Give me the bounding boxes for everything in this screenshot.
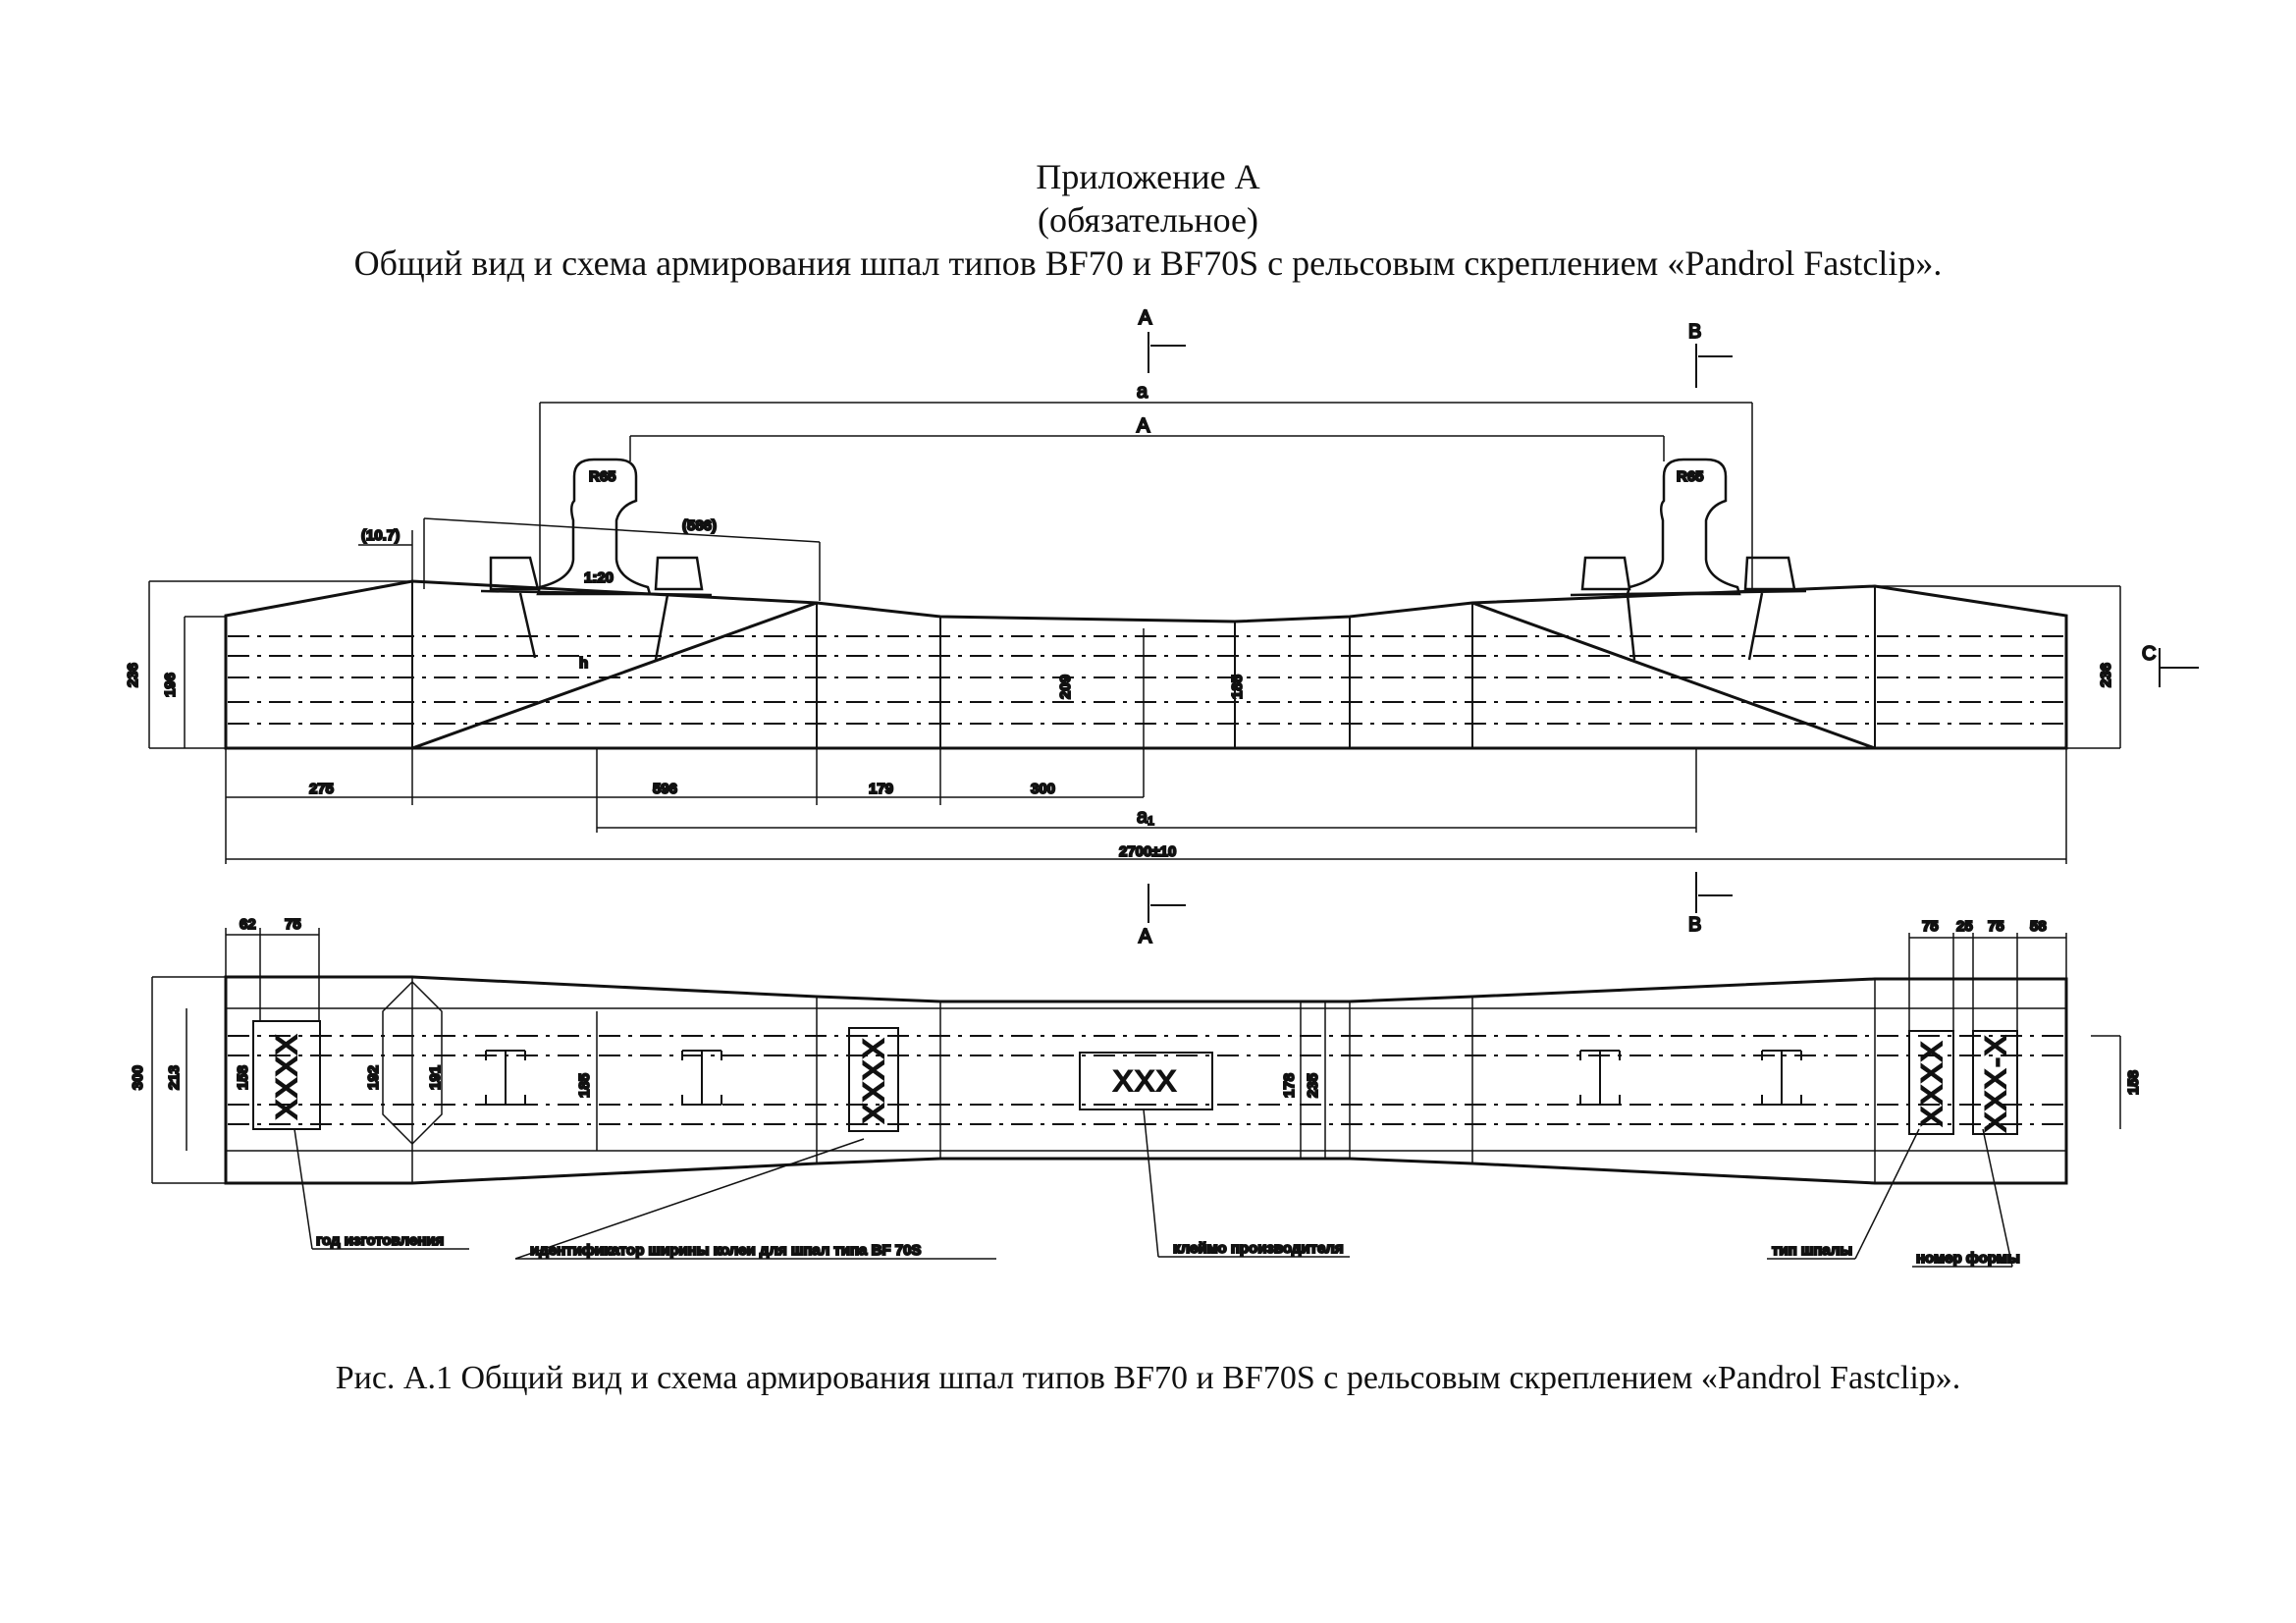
length-dimensions (225, 748, 2067, 864)
mark-box-gauge (848, 1027, 899, 1132)
rail-left (480, 458, 713, 661)
plan-dim-62: 62 (240, 916, 256, 933)
plan-width-158-right: 158 (2125, 1070, 2142, 1095)
section-b-top: B (1688, 321, 1701, 343)
plan-taper-left (382, 980, 443, 1146)
left-offset-label: (10.7) (361, 527, 400, 544)
mark-year: XXXX (271, 1033, 303, 1119)
gauge-lower-label: a₁ (1137, 806, 1154, 828)
rail-right (1570, 458, 1807, 661)
plan-width-158-left: 158 (235, 1065, 251, 1090)
plan-dim-25: 25 (1956, 918, 1973, 935)
diagonal-left (411, 601, 818, 750)
callout-form: номер формы (1916, 1250, 2020, 1267)
plan-width-185: 185 (576, 1073, 593, 1098)
plan-width-235: 235 (1305, 1073, 1321, 1098)
plan-dim-58: 58 (2030, 918, 2047, 935)
callout-leaders (294, 1109, 2013, 1268)
section-a-top: A (1139, 307, 1152, 329)
mark-box-form (1972, 1030, 2018, 1135)
mark-form: XXX-X (1980, 1034, 2012, 1132)
callout-type: тип шпалы (1772, 1242, 1852, 1259)
rail-pads (485, 1050, 1802, 1106)
plan-dim-75-b: 75 (1988, 918, 2004, 935)
gauge-outer-label: a (1137, 381, 1148, 403)
dim-300: 300 (1031, 781, 1055, 797)
h-label: h (579, 655, 588, 672)
plan-view: XXXX XXXX XXX XXXX XXX-X (129, 915, 2143, 1268)
callout-maker: клеймо производителя (1173, 1240, 1344, 1257)
section-b-bottom: B (1688, 914, 1701, 936)
section-c: C (2142, 643, 2156, 665)
section-a-bottom: A (1139, 926, 1152, 947)
rail-spacing-dim (358, 517, 821, 601)
mark-box-type (1908, 1030, 1954, 1135)
total-length: 2700±10 (1119, 843, 1176, 860)
mark-box-year (252, 1020, 321, 1130)
figure-caption: Рис. А.1 Общий вид и схема армирования ш… (335, 1360, 1961, 1396)
dim-179: 179 (869, 781, 893, 797)
dim-275: 275 (309, 781, 334, 797)
height-end-left: 236 (125, 663, 141, 687)
gauge-dimensions (539, 402, 1753, 589)
rail-cant-label: 1:20 (584, 569, 614, 586)
gauge-inner-label: A (1137, 415, 1150, 437)
mark-type: XXXX (1916, 1040, 1949, 1126)
sleeper-elevation-outline (224, 579, 2068, 750)
plan-dim-75-left: 75 (285, 916, 301, 933)
plan-width-213: 213 (166, 1065, 183, 1090)
plan-dimensions (151, 928, 2121, 1184)
height-center: 185 (1229, 675, 1246, 699)
rail-radius-right: R65 (1677, 468, 1704, 485)
height-rail-seat: 209 (1057, 675, 1074, 699)
reinforcement-lines (228, 635, 2064, 725)
height-end-right: 236 (2098, 663, 2114, 687)
plan-width-191: 191 (427, 1065, 444, 1090)
mark-gauge: XXXX (858, 1037, 890, 1123)
appendix-status: (обязательное) (1038, 200, 1258, 240)
sleeper-plan-outline (224, 975, 2068, 1185)
elevation-view: R65 1:20 h R65 a A (124, 306, 2199, 948)
height-dimensions (148, 580, 2121, 749)
plan-inner-lines (226, 977, 2066, 1183)
rail-spacing-label: (586) (682, 517, 717, 534)
plan-width-178: 178 (1281, 1073, 1298, 1098)
plan-width-192: 192 (365, 1065, 382, 1090)
dim-596: 596 (653, 781, 677, 797)
section-markers (1143, 332, 2199, 923)
plan-dim-75-a: 75 (1922, 918, 1939, 935)
appendix-label: Приложение А (1036, 157, 1260, 196)
rail-radius-left: R65 (589, 468, 616, 485)
height-inner-left: 196 (162, 673, 179, 697)
mark-maker: XXX (1113, 1065, 1178, 1098)
callout-year: год изготовления (316, 1232, 444, 1249)
callout-gauge-id: идентификатор ширины колеи для шпал типа… (530, 1242, 921, 1259)
diagonal-right (1471, 601, 1876, 750)
plan-reinforcement (228, 1035, 2064, 1125)
mark-box-maker (1079, 1052, 1213, 1110)
plan-width-300: 300 (130, 1065, 146, 1090)
page-title: Общий вид и схема армирования шпал типов… (353, 243, 1943, 283)
